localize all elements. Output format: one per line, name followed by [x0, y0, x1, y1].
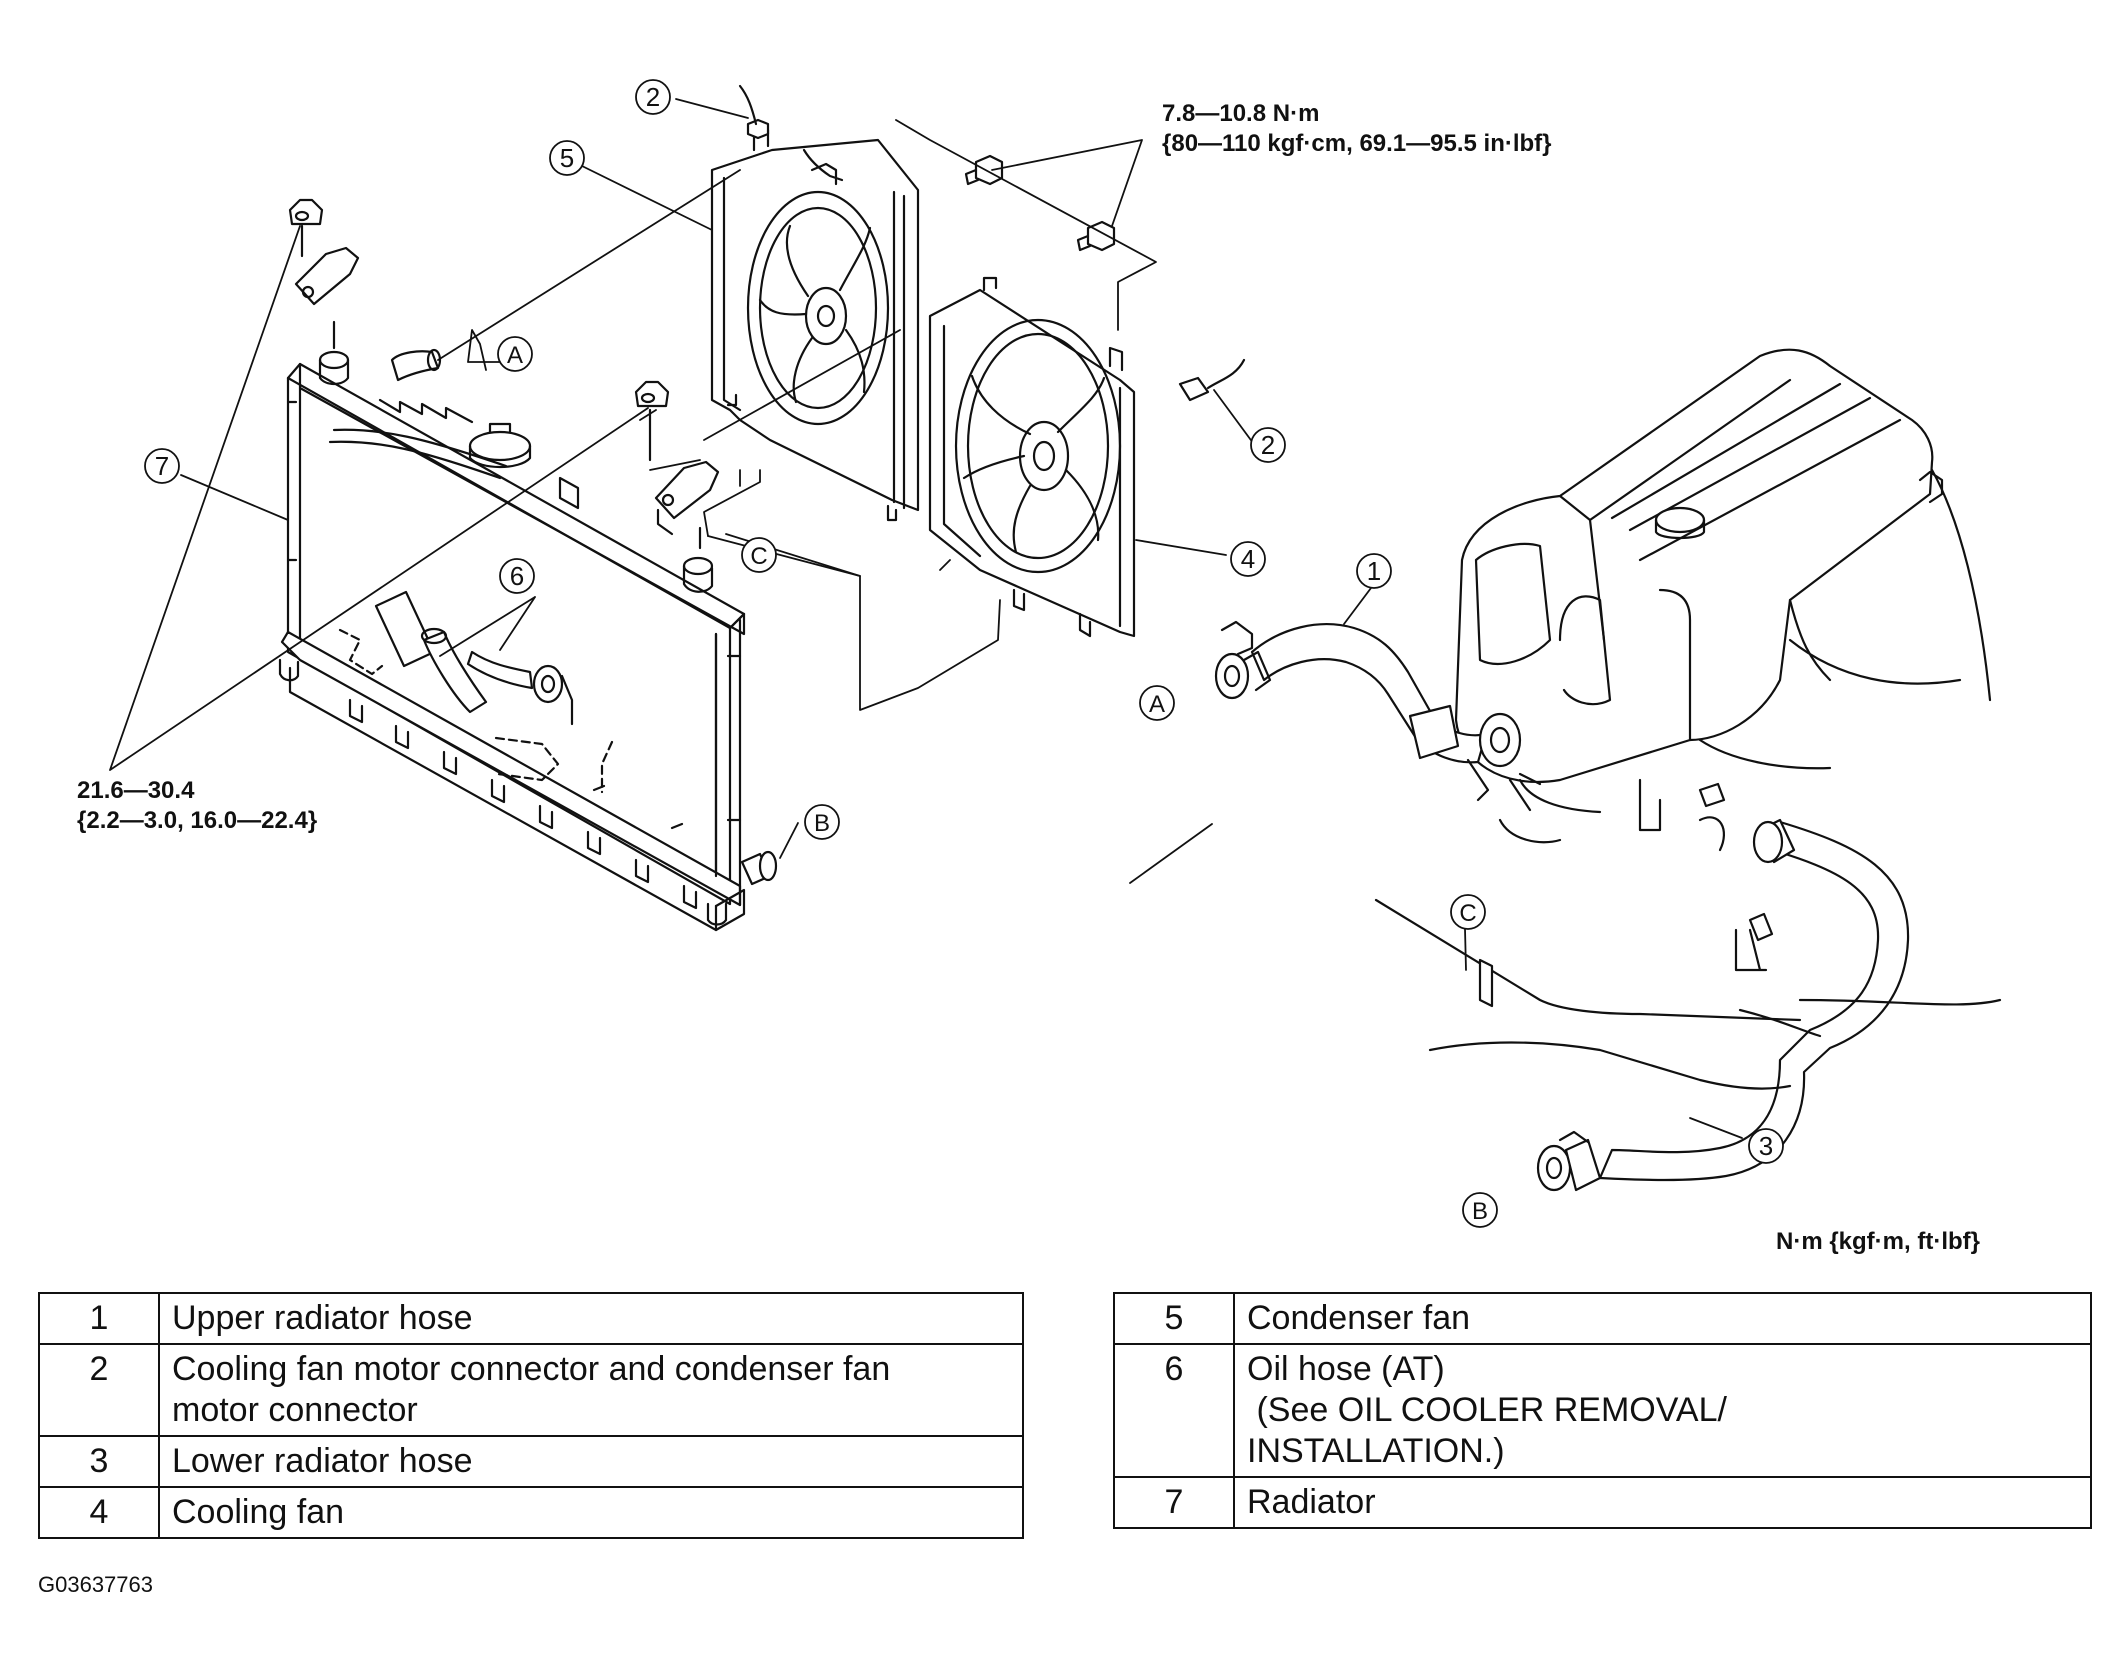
callout-part-6: 6: [499, 558, 535, 594]
legend-description: Upper radiator hose: [158, 1292, 1024, 1345]
callout-part-3: 3: [1748, 1128, 1784, 1164]
legend-description-line: motor connector: [172, 1391, 418, 1429]
upper-radiator-hose: [1214, 620, 1542, 812]
body-panel-lines: [1374, 898, 2002, 1090]
leader-lines: [109, 98, 1743, 1139]
radiator: [278, 348, 778, 932]
legend-row: 5 Condenser fan: [1113, 1292, 2092, 1345]
legend-description: Radiator: [1233, 1476, 2092, 1529]
radiator-mount-brackets: [288, 198, 720, 550]
svg-text:1: 1: [1367, 556, 1381, 586]
callout-part-7: 7: [144, 448, 180, 484]
svg-text:A: A: [507, 342, 523, 369]
svg-text:3: 3: [1759, 1131, 1773, 1161]
fan-motor-connectors: [738, 84, 1246, 402]
svg-text:7: 7: [155, 451, 169, 481]
svg-text:5: 5: [560, 143, 574, 173]
legend-description: Lower radiator hose: [158, 1435, 1024, 1488]
legend-description-line: Oil hose (AT): [1247, 1350, 1445, 1388]
legend-description-line: Upper radiator hose: [172, 1299, 473, 1337]
svg-text:B: B: [1472, 1198, 1488, 1225]
legend-row: 1 Upper radiator hose: [38, 1292, 1024, 1345]
legend-description-line: Radiator: [1247, 1483, 1376, 1521]
callout-connection-b-top: B: [804, 804, 840, 840]
engine: [1454, 348, 1992, 852]
fan-bolt-torque-line2: {80—110 kgf·cm, 69.1—95.5 in·lbf}: [1162, 130, 1552, 157]
radiator-mount-torque-line2: {2.2—3.0, 16.0—22.4}: [77, 807, 318, 834]
legend-number: 5: [1113, 1292, 1235, 1345]
svg-text:C: C: [1459, 900, 1476, 927]
legend-row: 7 Radiator: [1113, 1476, 2092, 1529]
condenser-fan: [710, 118, 920, 522]
callout-connection-c-top: C: [741, 537, 777, 573]
radiator-mount-torque-line1: 21.6—30.4: [77, 777, 195, 804]
callout-connection-a-top: A: [497, 336, 533, 372]
callout-connection-a-engine: A: [1139, 685, 1175, 721]
torque-units-note: N·m {kgf·m, ft·lbf}: [1776, 1228, 1980, 1255]
callout-connection-c-engine: C: [1450, 894, 1486, 930]
callout-part-1: 1: [1356, 553, 1392, 589]
callout-part-2a: 2: [635, 79, 671, 115]
legend-description: Cooling fan: [158, 1486, 1024, 1539]
fan-bolt-torque-line1: 7.8—10.8 N·m: [1162, 100, 1320, 127]
legend-number: 4: [38, 1486, 160, 1539]
callouts: 2 5 7 A C 6 B 2 4 1 A C 3 B: [144, 79, 1784, 1228]
legend-number: 3: [38, 1435, 160, 1488]
svg-text:A: A: [1149, 691, 1165, 718]
fan-bolt-torque-spec: 7.8—10.8 N·m {80—110 kgf·cm, 69.1—95.5 i…: [1162, 99, 1552, 159]
legend-number: 7: [1113, 1476, 1235, 1529]
svg-text:6: 6: [510, 561, 524, 591]
legend-description-line: INSTALLATION.): [1247, 1432, 1505, 1470]
legend-description: Condenser fan: [1233, 1292, 2092, 1345]
legend-number: 2: [38, 1343, 160, 1437]
lower-radiator-hose: [1536, 818, 1910, 1192]
svg-text:2: 2: [1261, 430, 1275, 460]
oil-hose-at: [338, 590, 684, 830]
legend-description-line: Cooling fan motor connector and condense…: [172, 1350, 891, 1388]
callout-part-4: 4: [1230, 541, 1266, 577]
radiator-mount-torque-spec: 21.6—30.4 {2.2—3.0, 16.0—22.4}: [77, 776, 317, 836]
legend-number: 1: [38, 1292, 160, 1345]
fan-mounting-bolts: [964, 154, 1116, 252]
callout-connection-b-engine: B: [1462, 1192, 1498, 1228]
svg-text:C: C: [750, 543, 767, 570]
legend-row: 4 Cooling fan: [38, 1486, 1024, 1539]
legend-description: Oil hose (AT) (See OIL COOLER REMOVAL/IN…: [1233, 1343, 2092, 1478]
legend-description: Cooling fan motor connector and condense…: [158, 1343, 1024, 1437]
legend-description-line: Condenser fan: [1247, 1299, 1471, 1337]
callout-part-2b: 2: [1250, 427, 1286, 463]
figure-code: G03637763: [38, 1572, 153, 1597]
svg-text:2: 2: [646, 82, 660, 112]
svg-text:B: B: [814, 810, 830, 837]
legend-description-line: Cooling fan: [172, 1493, 345, 1531]
legend-description-line: Lower radiator hose: [172, 1442, 473, 1480]
legend-row: 3 Lower radiator hose: [38, 1435, 1024, 1488]
legend-number: 6: [1113, 1343, 1235, 1478]
svg-text:4: 4: [1241, 544, 1255, 574]
cooling-fan: [928, 276, 1136, 638]
callout-part-5: 5: [549, 140, 585, 176]
legend-description-line: (See OIL COOLER REMOVAL/: [1247, 1391, 1727, 1429]
legend-row: 2 Cooling fan motor connector and condens…: [38, 1343, 1024, 1437]
